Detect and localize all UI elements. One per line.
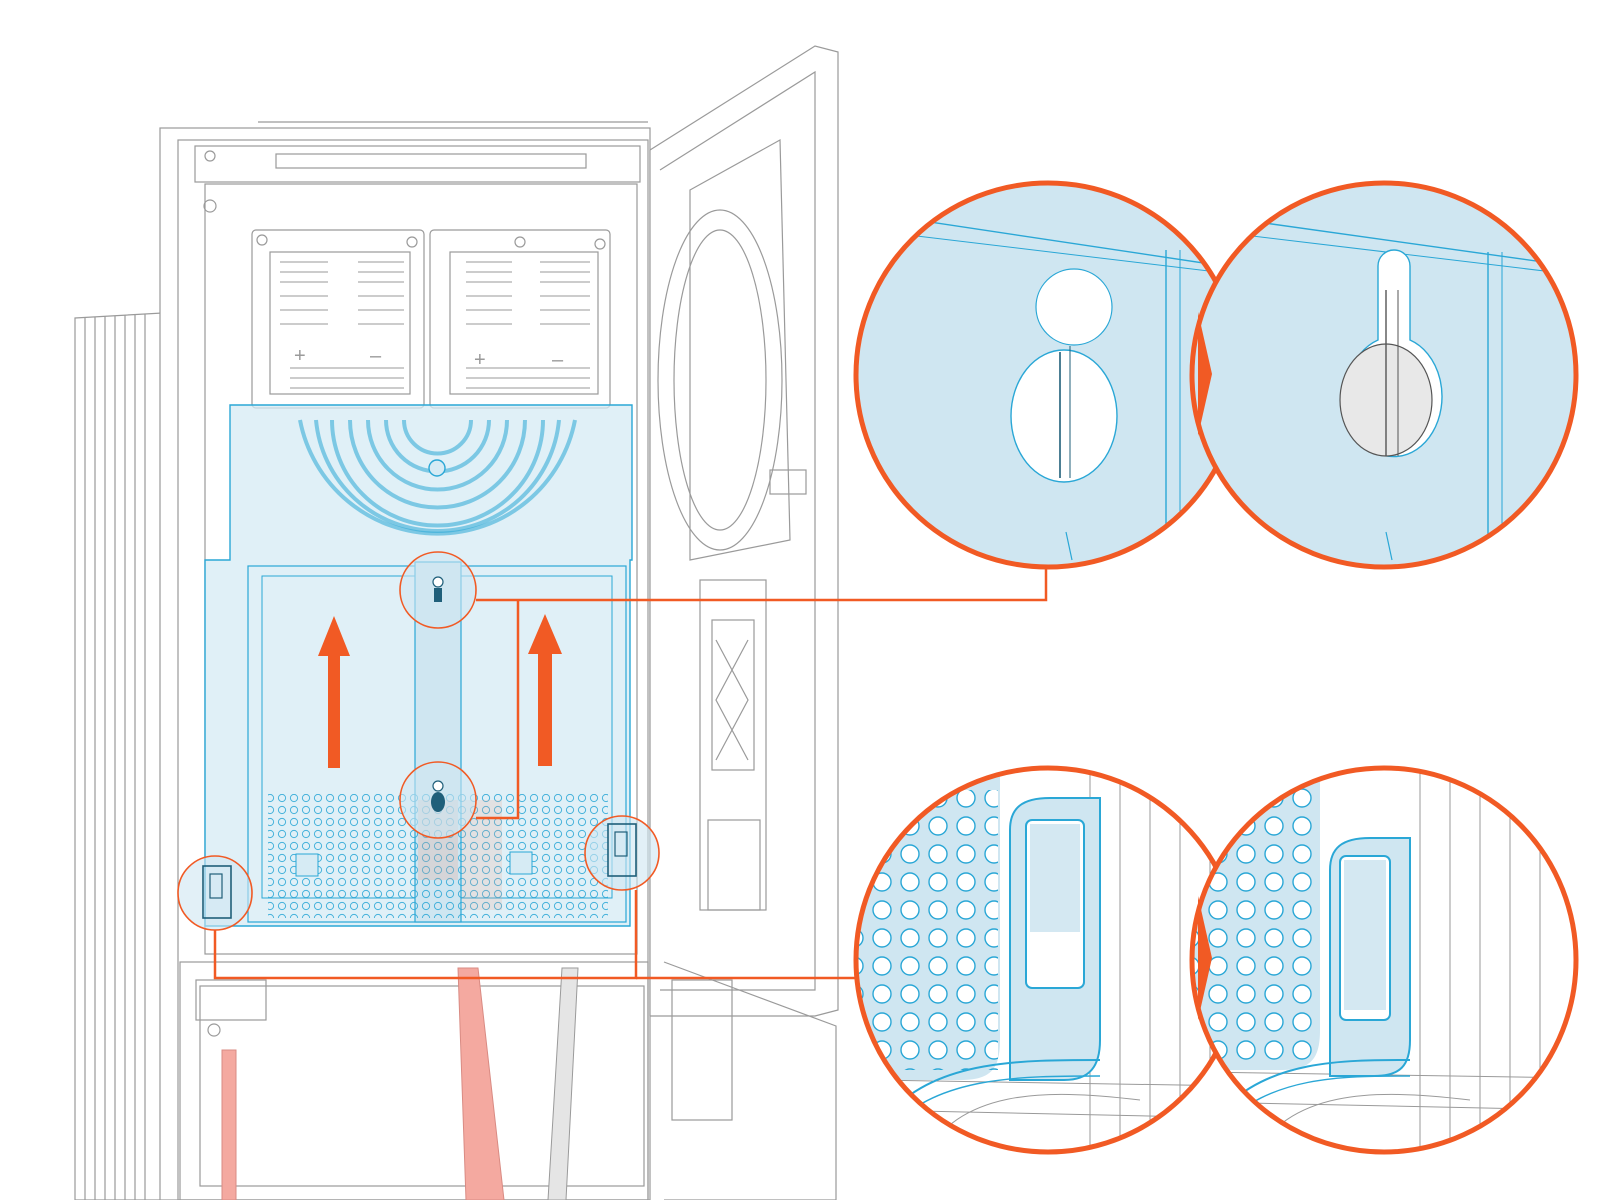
- cable-gray: [547, 967, 579, 1200]
- callout-keyhole-after: [1189, 180, 1579, 570]
- detail-marker-latch-left: [177, 855, 253, 931]
- detail-marker-keyhole-upper: [399, 551, 477, 629]
- right-chevron-icon: [1198, 312, 1212, 436]
- leader-lines: [213, 568, 1048, 980]
- up-arrow-icon: [528, 614, 562, 766]
- plus-mark-2: +: [474, 349, 486, 371]
- minus-mark-1: –: [370, 345, 382, 367]
- module-markings: + – + –: [294, 345, 564, 371]
- detail-marker-keyhole-lower: [399, 761, 477, 839]
- callout-keyhole-before: [853, 180, 1243, 570]
- minus-mark-2: –: [552, 349, 564, 371]
- detail-marker-latch-right: [584, 815, 660, 891]
- callout-latch-after: [1189, 765, 1579, 1155]
- up-arrow-icon: [318, 616, 350, 768]
- right-chevron-icon: [1198, 896, 1212, 1020]
- cover-panel: [204, 404, 633, 927]
- plus-mark-1: +: [294, 345, 306, 367]
- cable-red: [221, 967, 505, 1200]
